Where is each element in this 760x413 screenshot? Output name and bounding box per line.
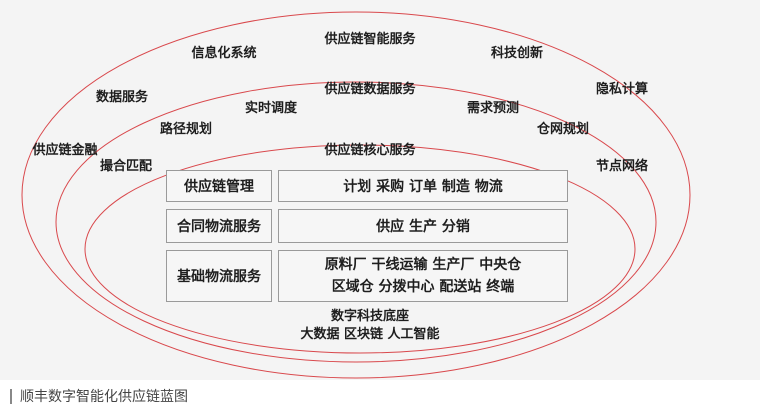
label-tech-base: 数字科技底座 (330, 309, 410, 324)
middle-ring (55, 81, 657, 363)
ellipse-rings (21, 11, 691, 379)
outer-ring (21, 11, 691, 379)
label-smart-services: 供应链智能服务 (324, 32, 416, 47)
row-detail-basic-logistics: 原料厂 干线运输 生产厂 中央仓 区域仓 分拨中心 配送站 终端 (278, 250, 568, 302)
row-detail-contract-logistics: 供应 生产 分销 (278, 209, 568, 243)
row-detail-text: 区域仓 分拨中心 配送站 终端 (331, 279, 515, 295)
row-name-supply-management: 供应链管理 (166, 170, 272, 202)
row-name-contract-logistics: 合同物流服务 (166, 209, 272, 243)
label-node-network: 节点网络 (595, 159, 649, 174)
row-name-text: 合同物流服务 (177, 219, 261, 235)
label-info-system: 信息化系统 (191, 46, 257, 61)
row-detail-text: 原料厂 干线运输 生产厂 中央仓 (324, 257, 522, 273)
label-supply-finance: 供应链金融 (32, 143, 98, 158)
row-name-text: 供应链管理 (184, 179, 254, 195)
inner-ring (84, 144, 636, 354)
row-name-basic-logistics: 基础物流服务 (166, 250, 272, 302)
caption-text: 顺丰数字智能化供应链蓝图 (20, 389, 188, 405)
row-detail-text: 计划 采购 订单 制造 物流 (343, 179, 503, 195)
label-realtime-dispatch: 实时调度 (244, 101, 298, 116)
caption-bar (10, 388, 12, 404)
label-privacy-computing: 隐私计算 (595, 82, 649, 97)
label-data-services: 数据服务 (95, 90, 149, 105)
label-warehouse-planning: 仓网规划 (536, 122, 590, 137)
figure-caption: 顺丰数字智能化供应链蓝图 (10, 386, 188, 406)
row-detail-supply-management: 计划 采购 订单 制造 物流 (278, 170, 568, 202)
row-detail-text: 供应 生产 分销 (376, 219, 470, 235)
label-route-planning: 路径规划 (159, 122, 213, 137)
row-name-text: 基础物流服务 (177, 269, 261, 285)
label-tech-base-items: 大数据 区块链 人工智能 (300, 327, 440, 342)
label-matchmaking: 撮合匹配 (99, 159, 153, 174)
label-core-services: 供应链核心服务 (324, 143, 416, 158)
label-supply-data-services: 供应链数据服务 (324, 82, 416, 97)
label-tech-innovation: 科技创新 (490, 46, 544, 61)
label-demand-forecast: 需求预测 (466, 101, 520, 116)
